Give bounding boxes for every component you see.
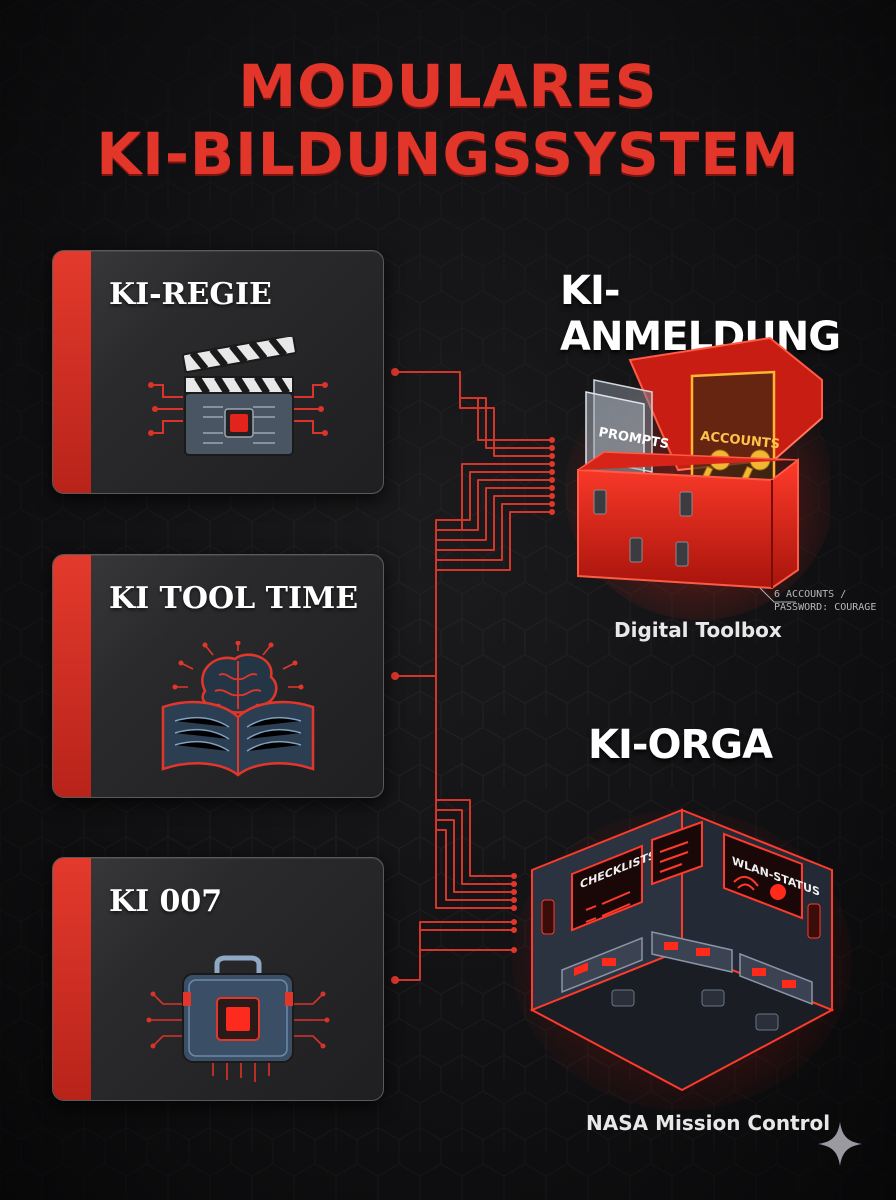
card-label: KI 007 [109, 884, 223, 919]
card-accent-stripe [53, 858, 91, 1100]
caption-digital-toolbox: Digital Toolbox [614, 618, 782, 642]
title-line-2: KI-BILDUNGSSYSTEM [96, 120, 800, 188]
card-accent-stripe [53, 555, 91, 797]
page-title: MODULARES KI-BILDUNGSSYSTEM [0, 52, 896, 188]
caption-nasa-mission-control: NASA Mission Control [586, 1111, 831, 1135]
card-label: KI-REGIE [109, 277, 272, 312]
title-line-1: MODULARES [238, 52, 658, 120]
card-label: KI TOOL TIME [109, 581, 359, 616]
card-accent-stripe [53, 251, 91, 493]
clapperboard-chip-icon [148, 337, 328, 456]
briefcase-chip-icon [146, 955, 330, 1082]
toolbox-icon: PROMPTS ACCOUNTS [565, 336, 830, 620]
note-line-1: 6 ACCOUNTS / [774, 589, 847, 600]
brain-book-icon [161, 641, 315, 777]
note-line-2: PASSWORD: COURAGE [774, 602, 877, 613]
module-title-ki-orga: KI-ORGA [588, 722, 773, 768]
module-card-ki-regie: KI-REGIE [52, 250, 384, 494]
accounts-note: 6 ACCOUNTS / PASSWORD: COURAGE [774, 588, 894, 614]
module-card-ki-tool-time: KI TOOL TIME [52, 554, 384, 798]
module-card-ki-007: KI 007 [52, 857, 384, 1101]
sparkle-icon [818, 1122, 862, 1166]
module-title-ki-anmeldung: KI-ANMELDUNG [560, 268, 841, 360]
control-room-icon: CHECKLISTS WLAN-STATUS [512, 808, 852, 1110]
